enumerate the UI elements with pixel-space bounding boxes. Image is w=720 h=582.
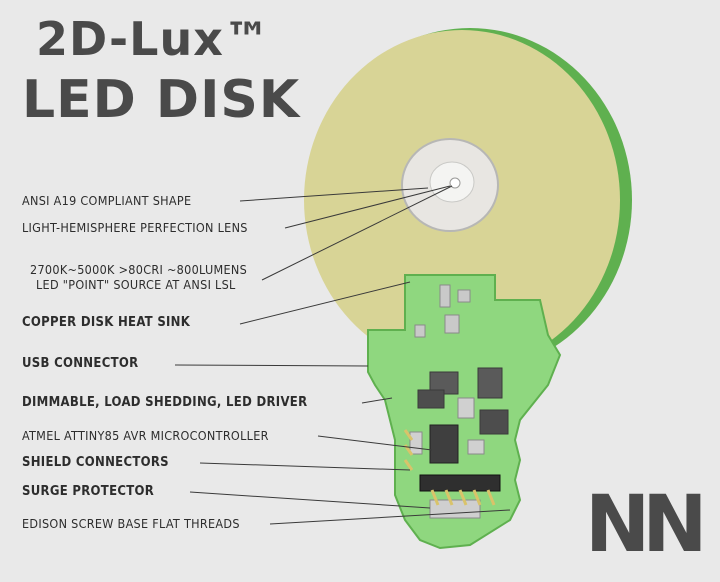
callout-led-source-line1: 2700K~5000K >80CRI ~800LUMENS: [30, 262, 248, 277]
callout-microcontroller: ATMEL ATTINY85 AVR MICROCONTROLLER: [22, 428, 269, 443]
callout-copper-heat-sink: COPPER DISK HEAT SINK: [22, 315, 191, 330]
callout-ansi-a19-shape: ANSI A19 COMPLIANT SHAPE: [22, 193, 192, 208]
callout-led-source-line2: LED "POINT" SOURCE AT ANSI LSL: [36, 277, 236, 292]
callout-edison-base: EDISON SCREW BASE FLAT THREADS: [22, 516, 240, 531]
callout-led-source: 2700K~5000K >80CRI ~800LUMENS LED "POINT…: [30, 262, 247, 292]
brand-logo: NN: [585, 480, 708, 570]
callout-perfection-lens: LIGHT-HEMISPHERE PERFECTION LENS: [22, 220, 248, 235]
callout-shield-connectors: SHIELD CONNECTORS: [22, 455, 169, 470]
title-line-2: LED DISK: [22, 70, 301, 130]
callout-led-driver: DIMMABLE, LOAD SHEDDING, LED DRIVER: [22, 395, 308, 410]
leader-lines: [174, 185, 511, 525]
title-line-1: 2D-Lux™: [36, 12, 271, 66]
pcb-components: [403, 284, 509, 519]
callout-surge-protector: SURGE PROTECTOR: [22, 484, 155, 499]
led-point: [449, 177, 461, 189]
callout-usb-connector: USB CONNECTOR: [22, 356, 139, 371]
